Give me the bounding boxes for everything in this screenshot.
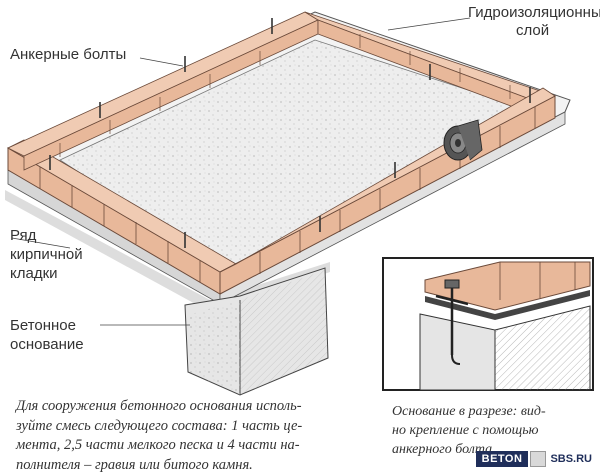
caption-main-line-2: зуйте смесь следующего состава: 1 часть … (16, 417, 303, 434)
label-concrete-base-line-2: основание (10, 336, 84, 353)
caption-inset-line-2: но крепление с помощью (392, 423, 539, 438)
label-concrete-base-line-1: Бетонное (10, 317, 76, 334)
watermark-logo-icon (530, 451, 547, 467)
label-waterproofing: Гидроизоляционный слой (468, 4, 600, 40)
caption-main-line-3: мента, 2,5 части мелкого песка и 4 части… (16, 437, 300, 453)
caption-main: Для сооружения бетонного основания испол… (16, 397, 302, 473)
caption-inset-line-3: анкерного болта (392, 442, 493, 457)
ground-shading (5, 190, 330, 312)
watermark-right: SBS.RU (550, 453, 592, 465)
label-waterproofing-line-1: Гидроизоляционный (468, 4, 600, 21)
label-brick-row-line-1: Ряд (10, 227, 37, 244)
caption-main-line-1: Для сооружения бетонного основания испол… (16, 398, 302, 414)
leader-lines (11, 17, 471, 326)
waterproofing-roll (443, 119, 483, 161)
label-waterproofing-line-2: слой (516, 22, 550, 39)
label-brick-row: Ряд кирпичной кладки (10, 226, 83, 283)
label-anchor-bolts: Анкерные болты (10, 46, 127, 63)
watermark-left: BETON (475, 451, 529, 467)
label-brick-row-line-2: кирпичной (10, 246, 83, 263)
caption-inset: Основание в разрезе: вид- но крепление с… (392, 402, 546, 459)
caption-main-line-4: полнителя – гравия или битого камня. (16, 456, 253, 473)
anchor-bolts (49, 18, 531, 248)
inset-cross-section (382, 257, 594, 391)
label-concrete-base: Бетонное основание (10, 316, 84, 354)
caption-inset-line-1: Основание в разрезе: вид- (392, 404, 546, 419)
concrete-footing (184, 267, 329, 396)
watermark: BETON SBS.RU (475, 449, 594, 469)
label-brick-row-line-3: кладки (10, 265, 58, 282)
